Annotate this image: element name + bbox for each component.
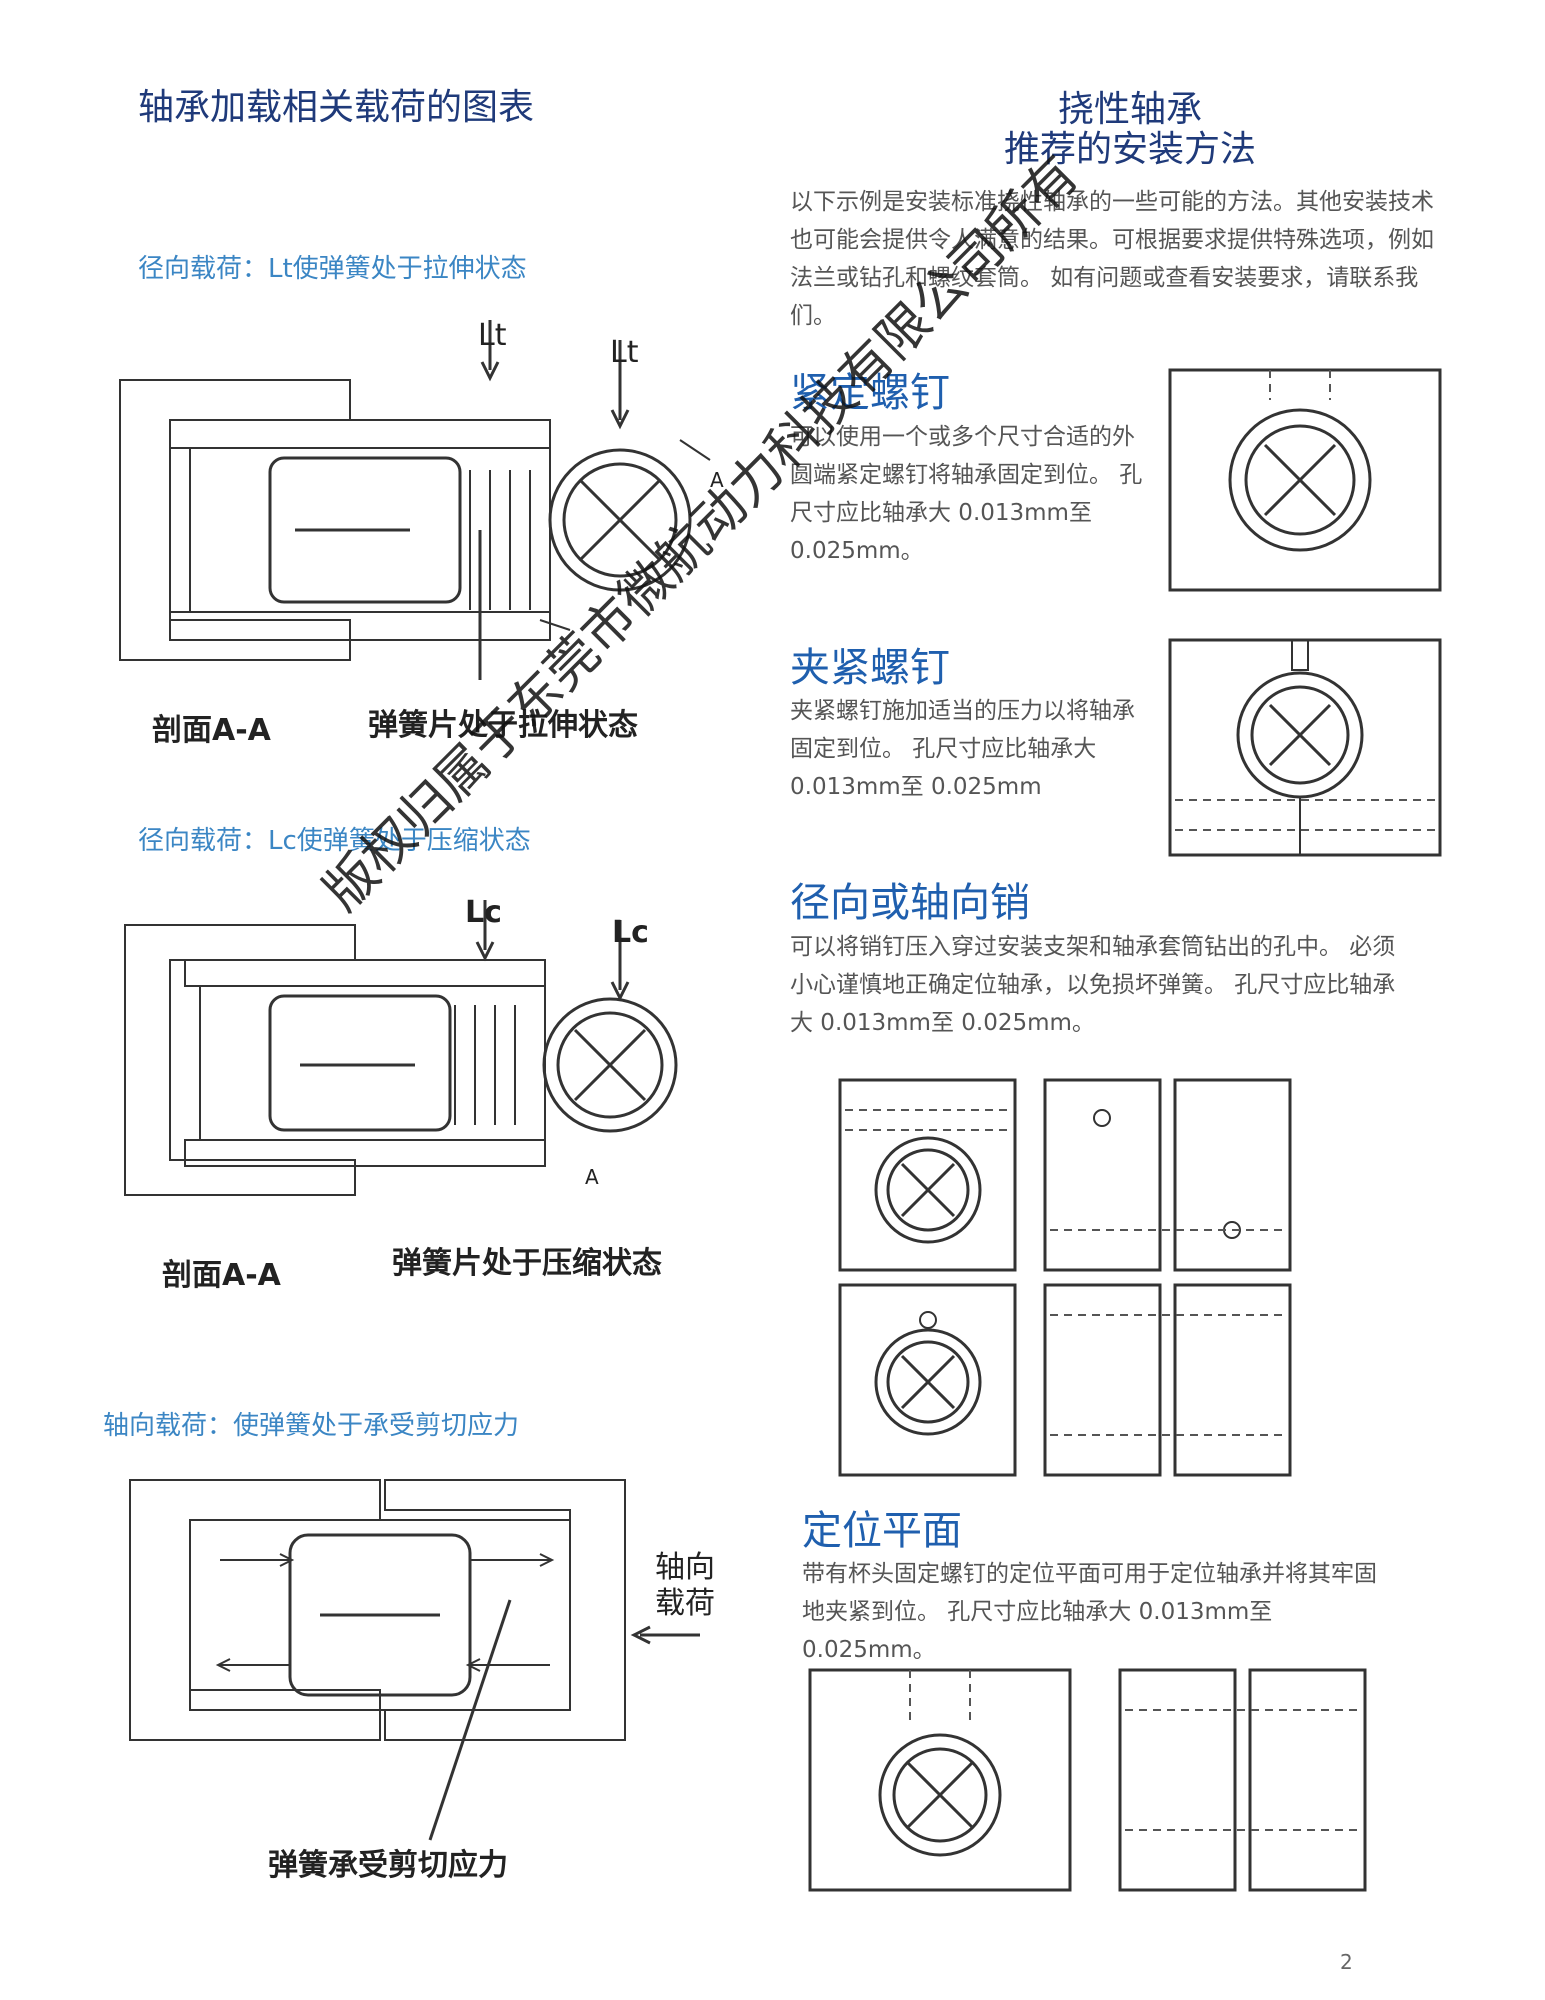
setscrew-title: 紧定螺钉 xyxy=(790,370,950,416)
section-aa-label: 剖面A-A xyxy=(152,713,271,748)
clamp-text: 夹紧螺钉施加适当的压力以将轴承固定到位。 孔尺寸应比轴承大 0.013mm至 0… xyxy=(790,698,1135,800)
section-marker-a: A xyxy=(710,468,724,492)
axial-label-line-1: 轴向 xyxy=(655,1550,715,1585)
axial-label-line-2: 载荷 xyxy=(655,1586,715,1621)
clamp-figure xyxy=(1168,638,1442,857)
setscrew-text: 可以使用一个或多个尺寸合适的外圆端紧定螺钉将轴承固定到位。 孔尺寸应比轴承大 0… xyxy=(790,424,1143,564)
load-label-lc-1: Lc xyxy=(465,895,502,930)
intro-paragraph: 以下示例是安装标准挠性轴承的一些可能的方法。其他安装技术也可能会提供令人满意的结… xyxy=(790,189,1434,329)
page-number: 2 xyxy=(1340,1950,1353,1974)
radial-tension-diagram xyxy=(119,320,711,680)
flat-title: 定位平面 xyxy=(802,1508,962,1554)
flat-figures xyxy=(808,1668,1367,1892)
pin-figures xyxy=(838,1078,1292,1477)
radial-compression-caption: 径向载荷：Lc使弹簧处于压缩状态 xyxy=(138,826,531,856)
axial-shear-diagram xyxy=(129,1479,700,1841)
shear-note: 弹簧承受剪切应力 xyxy=(268,1848,508,1883)
axial-shear-caption: 轴向载荷：使弹簧处于承受剪切应力 xyxy=(103,1411,520,1441)
setscrew-figure xyxy=(1168,368,1442,592)
tension-note: 弹簧片处于拉伸状态 xyxy=(368,708,638,743)
right-title-line-1: 挠性轴承 xyxy=(1057,89,1202,130)
load-label-lc-2: Lc xyxy=(612,915,649,950)
pin-text: 可以将销钉压入穿过安装支架和轴承套筒钻出的孔中。 必须小心谨慎地正确定位轴承，以… xyxy=(790,934,1396,1036)
right-title-line-2: 推荐的安装方法 xyxy=(1003,129,1256,170)
load-label-lt-1: Lt xyxy=(478,318,507,353)
load-label-lt-2: Lt xyxy=(610,335,639,370)
radial-compression-diagram xyxy=(124,900,678,1196)
compression-note: 弹簧片处于压缩状态 xyxy=(392,1246,662,1281)
axial-load-label: 轴向 载荷 xyxy=(655,1550,715,1622)
section-aa-label-2: 剖面A-A xyxy=(162,1258,281,1293)
pin-title: 径向或轴向销 xyxy=(790,880,1030,926)
left-page-title: 轴承加载相关载荷的图表 xyxy=(138,87,535,128)
radial-tension-caption: 径向载荷：Lt使弹簧处于拉伸状态 xyxy=(138,254,527,284)
clamp-title: 夹紧螺钉 xyxy=(790,645,950,691)
flat-text: 带有杯头固定螺钉的定位平面可用于定位轴承并将其牢固地夹紧到位。 孔尺寸应比轴承大… xyxy=(802,1561,1377,1663)
section-marker-a-2: A xyxy=(585,1165,599,1189)
